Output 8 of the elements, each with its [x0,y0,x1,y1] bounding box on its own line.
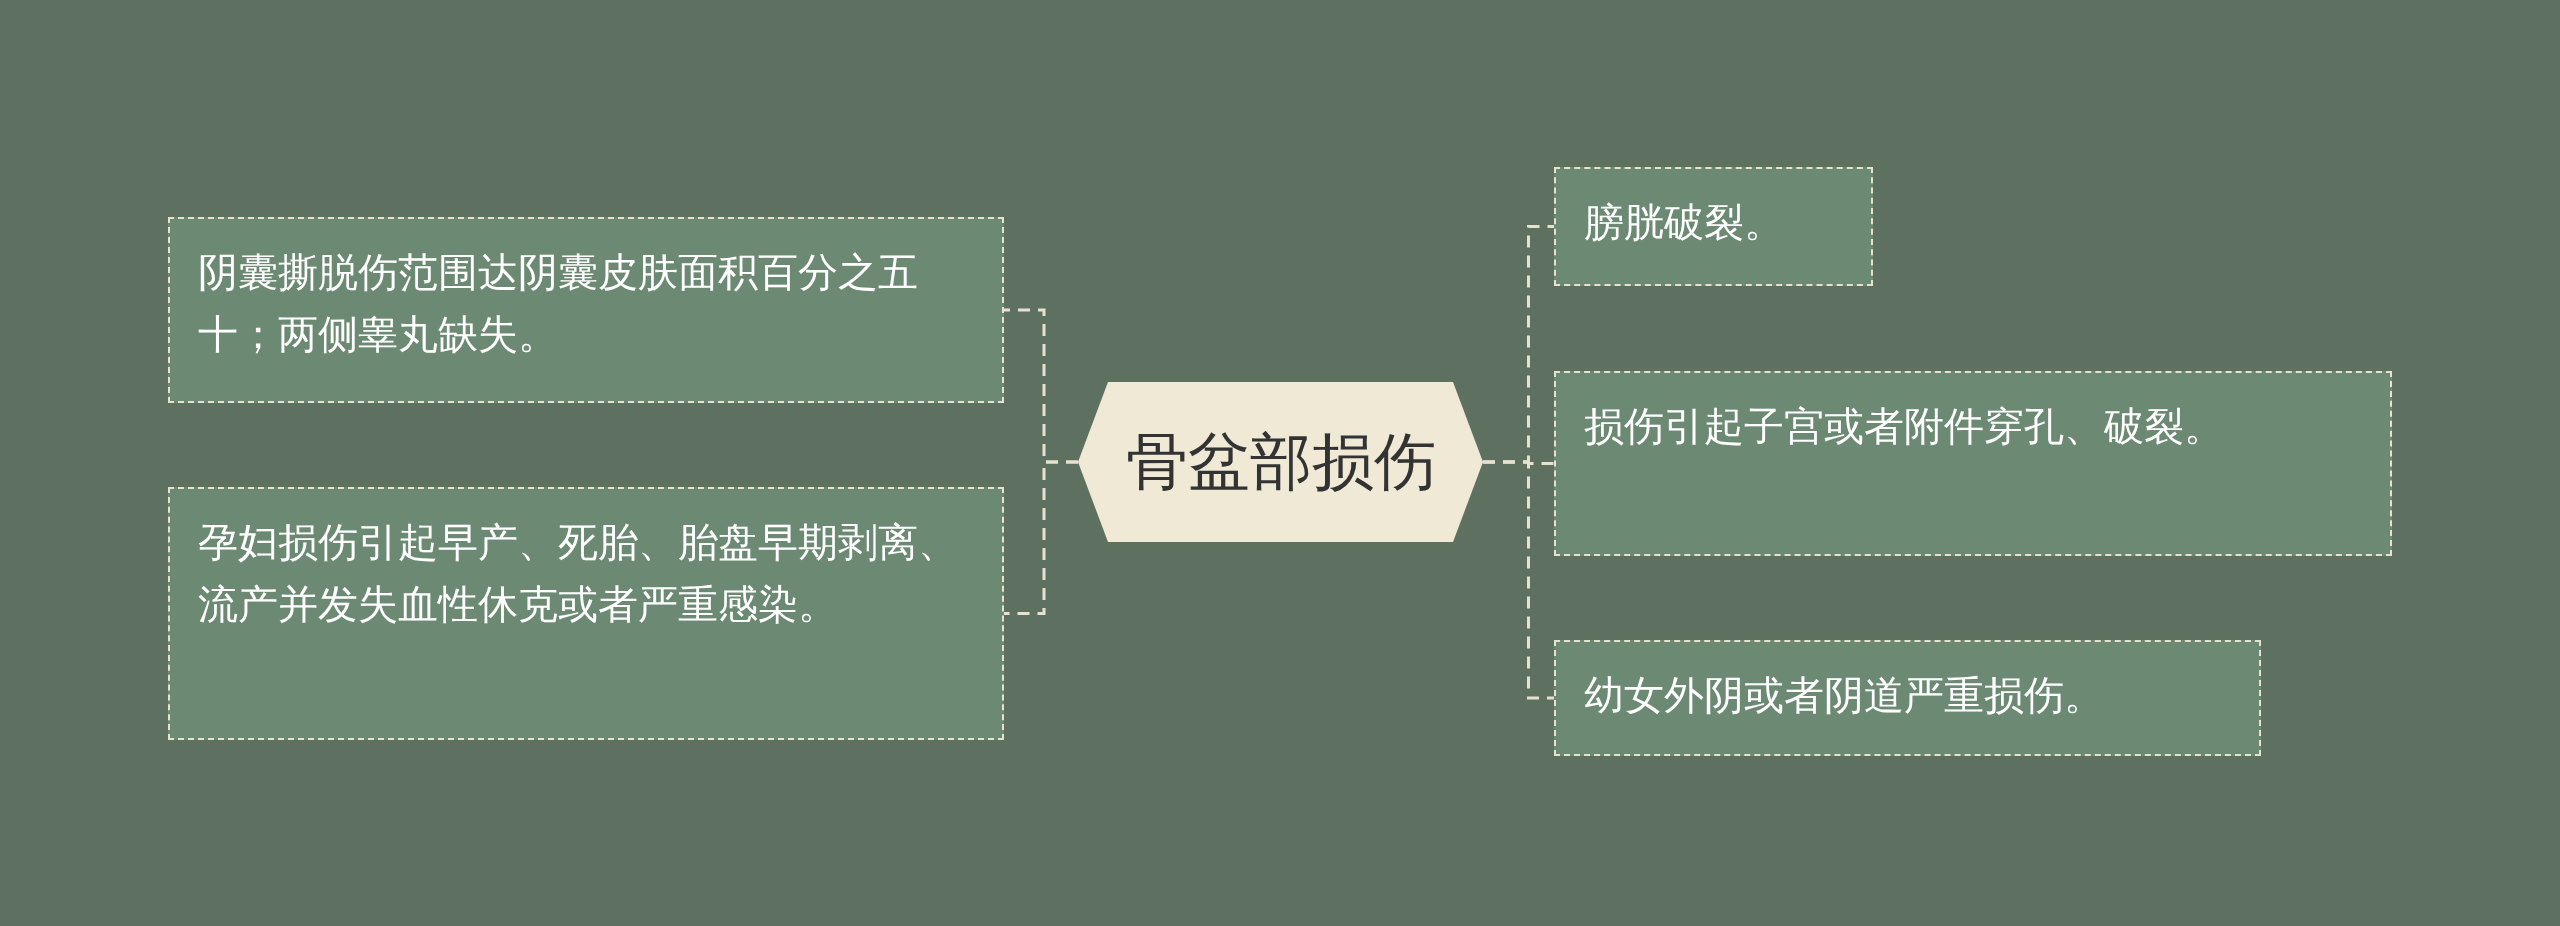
topic-box: 膀胱破裂。 [1554,167,1873,286]
topic-box: 阴囊撕脱伤范围达阴囊皮肤面积百分之五十；两侧睾丸缺失。 [168,217,1004,403]
connector-line [1483,460,1554,700]
connector-line [1004,460,1078,615]
topic-box: 孕妇损伤引起早产、死胎、胎盘早期剥离、流产并发失血性休克或者严重感染。 [168,487,1004,740]
topic-box: 损伤引起子宫或者附件穿孔、破裂。 [1554,371,2392,556]
topic-hexagon: 骨盆部损伤 [1078,382,1483,542]
topic-box: 幼女外阴或者阴道严重损伤。 [1554,640,2261,756]
